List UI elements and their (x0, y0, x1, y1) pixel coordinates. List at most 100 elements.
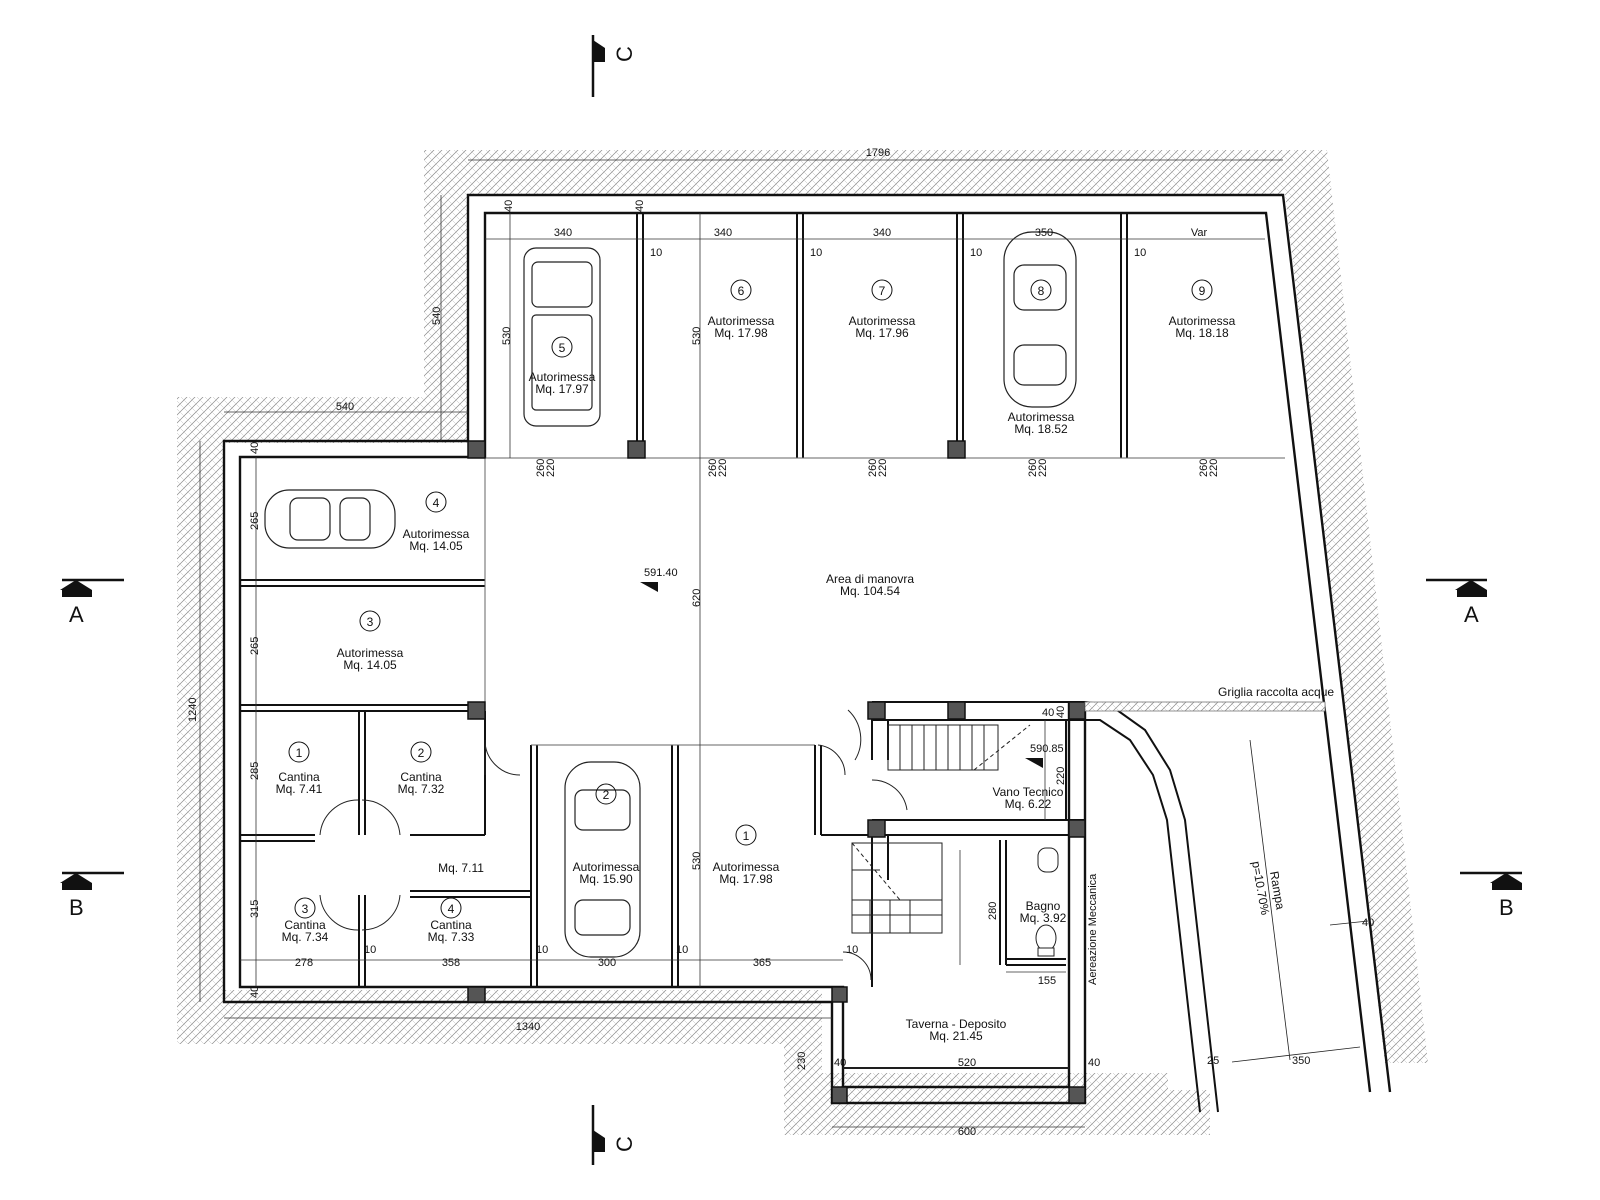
section-labels: A A B B C C (69, 46, 1514, 1152)
dim-wall-10-e: 10 (364, 944, 376, 956)
garage-5-number: 5 (559, 341, 566, 355)
car-icon-garage-8 (1003, 231, 1077, 408)
tech-room-label: Vano Tecnico (993, 785, 1064, 799)
garage-left-4-area: Mq. 14.05 (409, 539, 463, 553)
garages-left: 4 Autorimessa Mq. 14.05 265 3 Autorimess… (249, 496, 470, 672)
garage-9-width: Var (1191, 227, 1208, 239)
ramp (1084, 701, 1369, 1063)
garage-bottom-2-number: 2 (603, 788, 610, 802)
bathroom-width: 155 (1038, 975, 1056, 987)
garage-left-4-depth: 265 (249, 512, 261, 530)
dim-top: 1796 (866, 147, 890, 159)
cellar-2-area: Mq. 7.32 (398, 782, 445, 796)
maneuver-label: Area di manovra (826, 572, 914, 586)
garage-7-number: 7 (879, 284, 886, 298)
taverna-outer-width: 600 (958, 1126, 976, 1138)
maneuver-level: 591.40 (644, 567, 678, 579)
doors (319, 709, 908, 981)
section-b-left: B (69, 895, 84, 920)
cellar-4-width: 358 (442, 957, 460, 969)
cellar-1-label: Cantina (278, 770, 320, 784)
door-dim-a-5: 260 (1198, 459, 1210, 477)
earth-hatch (177, 150, 1428, 1135)
garage-7-width: 340 (873, 227, 891, 239)
dim-bottom: 1340 (516, 1021, 540, 1033)
garages-bottom: 2 Autorimessa Mq. 15.90 300 1 Autorimess… (573, 788, 780, 969)
cellar-1-number: 1 (296, 746, 303, 760)
dim-wall-10-g: 10 (676, 944, 688, 956)
garage-8-label: Autorimessa (1008, 410, 1075, 424)
cellar-4-label: Cantina (430, 918, 472, 932)
dim-wall-40-c: 40 (249, 442, 261, 454)
garage-left-3-depth: 265 (249, 637, 261, 655)
cellars: 1 Cantina Mq. 7.41 285 2 Cantina Mq. 7.3… (249, 746, 484, 969)
dim-wall-10-h: 10 (846, 944, 858, 956)
garage-9-label: Autorimessa (1169, 314, 1236, 328)
door-dim-b-4: 220 (1037, 459, 1049, 477)
columns (467, 440, 1086, 1104)
cellar-1-depth: 285 (249, 762, 261, 780)
door-dim-a-3: 260 (867, 459, 879, 477)
bathroom-area: Mq. 3.92 (1020, 911, 1067, 925)
garage-bottom-1-area: Mq. 17.98 (719, 872, 773, 886)
bathroom: Bagno Mq. 3.92 280 155 Aereazione Meccan… (987, 873, 1099, 987)
door-dim-b-2: 220 (717, 459, 729, 477)
garage-6-width: 340 (714, 227, 732, 239)
ramp-label: Rampa (1267, 870, 1288, 911)
tech-room: Vano Tecnico Mq. 6.22 590.85 220 40 (993, 706, 1067, 811)
maneuver-area: Area di manovra Mq. 104.54 620 591.40 (644, 567, 914, 607)
dim-wall-40-a: 40 (503, 200, 515, 212)
garage-9-area: Mq. 18.18 (1175, 326, 1229, 340)
garage-left-3-area: Mq. 14.05 (343, 658, 397, 672)
overall-dimensions: 1796 1240 1340 540 540 (187, 147, 890, 1033)
door-dim-a-4: 260 (1027, 459, 1039, 477)
cellar-2-number: 2 (418, 746, 425, 760)
section-a-left: A (69, 602, 84, 627)
section-markers (60, 35, 1522, 1165)
taverna-area: Mq. 21.45 (929, 1029, 983, 1043)
ramp-edge: 25 (1207, 1055, 1219, 1067)
dim-wall-40-e: 40 (1042, 707, 1054, 719)
car-icon-bottom-2 (564, 761, 641, 958)
tech-room-level: 590.85 (1030, 743, 1064, 755)
sink-icon (1037, 847, 1059, 873)
garages-top: 5 Autorimessa Mq. 17.97 6 Autorimessa Mq… (501, 227, 1236, 436)
cellar-4-number: 4 (448, 902, 455, 916)
door-dim-b-5: 220 (1208, 459, 1220, 477)
garage-9-number: 9 (1199, 284, 1206, 298)
garage-5-width: 340 (554, 227, 572, 239)
cellar-4-area: Mq. 7.33 (428, 930, 475, 944)
garage-left-4-number: 4 (433, 496, 440, 510)
dim-wall-40-d: 40 (249, 986, 261, 998)
garage-bottom-1-width: 365 (753, 957, 771, 969)
dim-left-wing-top: 540 (336, 401, 354, 413)
taverna-inner-width: 520 (958, 1057, 976, 1069)
garage-7-area: Mq. 17.96 (855, 326, 909, 340)
cellar-3-area: Mq. 7.34 (282, 930, 329, 944)
taverna-label: Taverna - Deposito (906, 1017, 1007, 1031)
bathroom-depth: 280 (987, 902, 999, 920)
garage-6-label: Autorimessa (708, 314, 775, 328)
ramp-wall: 40 (1362, 917, 1374, 929)
section-c-bottom: C (612, 1136, 637, 1152)
cellar-3-label: Cantina (284, 918, 326, 932)
garage-left-3-label: Autorimessa (337, 646, 404, 660)
dim-wall-10-f: 10 (536, 944, 548, 956)
garage-7-label: Autorimessa (849, 314, 916, 328)
dim-wall-10-c: 10 (970, 247, 982, 259)
garage-bottom-2-label: Autorimessa (573, 860, 640, 874)
tech-room-depth: 220 (1055, 767, 1067, 785)
dim-wall-10-d: 10 (1134, 247, 1146, 259)
cellar-1-area: Mq. 7.41 (276, 782, 323, 796)
garage-bottom-2-width: 300 (598, 957, 616, 969)
section-c-top: C (612, 46, 637, 62)
toilet-icon (1035, 924, 1057, 957)
dim-left: 1240 (187, 698, 199, 722)
ramp-width: 350 (1292, 1055, 1310, 1067)
cellar-2-label: Cantina (400, 770, 442, 784)
section-b-right: B (1499, 895, 1514, 920)
garage-5-area: Mq. 17.97 (535, 382, 589, 396)
corridor-area: Mq. 7.11 (438, 861, 484, 875)
tech-room-area: Mq. 6.22 (1005, 797, 1052, 811)
